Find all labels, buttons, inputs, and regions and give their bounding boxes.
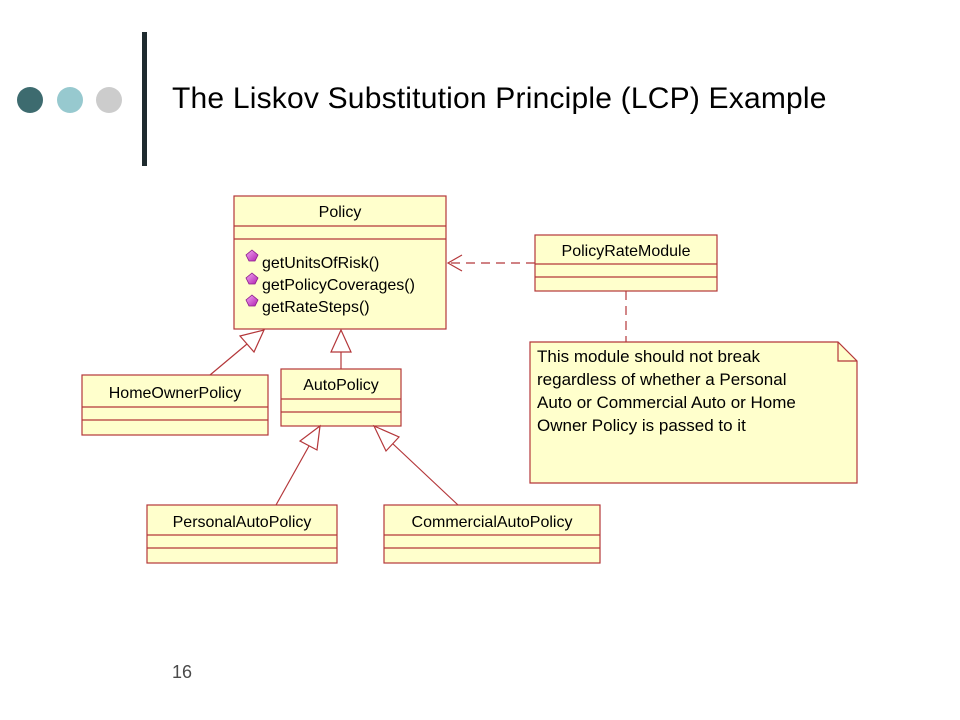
class-home-owner-policy: HomeOwnerPolicy: [81, 374, 269, 436]
slide-title: The Liskov Substitution Principle (LCP) …: [172, 82, 827, 115]
page-number: 16: [172, 662, 193, 682]
class-name-home-owner-policy: HomeOwnerPolicy: [109, 385, 241, 402]
method-get-units-of-risk: getUnitsOfRisk(): [262, 255, 379, 272]
header-dot-teal: [57, 87, 83, 113]
header-dot-dark: [17, 87, 43, 113]
class-policy: Policy getUnitsOfRisk() getPolicyCoverag…: [233, 195, 447, 330]
generalization-arrow: [209, 329, 266, 376]
note-box: This module should not break regardless …: [529, 341, 858, 484]
method-icon: [245, 249, 259, 262]
note-line-4: Owner Policy is passed to it: [537, 416, 746, 435]
class-commercial-auto-policy: CommercialAutoPolicy: [383, 504, 601, 564]
generalization-arrow: [372, 424, 459, 506]
note-line-2: regardless of whether a Personal: [537, 370, 786, 389]
class-policy-rate-module: PolicyRateModule: [534, 234, 718, 292]
method-get-policy-coverages: getPolicyCoverages(): [262, 277, 415, 294]
note-line-3: Auto or Commercial Auto or Home: [537, 393, 796, 412]
class-name-policy: Policy: [319, 204, 362, 221]
class-personal-auto-policy: PersonalAutoPolicy: [146, 504, 338, 564]
title-divider-bar: [142, 32, 147, 166]
class-auto-policy: AutoPolicy: [280, 368, 402, 427]
class-name-commercial-auto-policy: CommercialAutoPolicy: [412, 514, 573, 531]
generalization-arrow: [275, 424, 321, 506]
method-icon: [245, 272, 259, 285]
class-name-policy-rate-module: PolicyRateModule: [562, 243, 691, 260]
class-name-personal-auto-policy: PersonalAutoPolicy: [173, 514, 312, 531]
note-line-1: This module should not break: [537, 347, 761, 366]
method-get-rate-steps: getRateSteps(): [262, 299, 370, 316]
generalization-arrow: [330, 328, 352, 369]
method-icon: [245, 294, 259, 307]
class-name-auto-policy: AutoPolicy: [303, 377, 379, 394]
header-dot-gray: [96, 87, 122, 113]
dependency-arrow: [446, 254, 535, 272]
